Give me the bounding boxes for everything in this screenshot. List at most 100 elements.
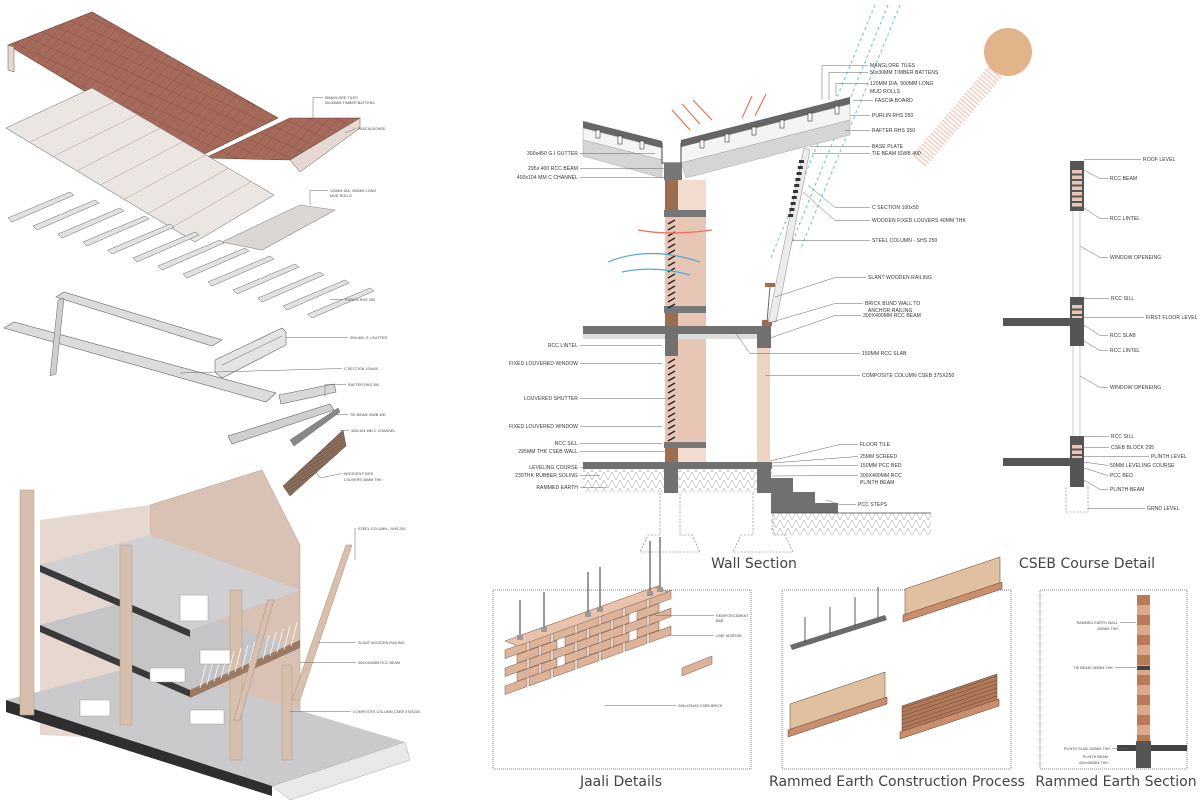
rammed-section-label: PLINTH BEAM bbox=[1083, 755, 1108, 759]
wall-section-label: TIE BEAM ISWB 400 bbox=[872, 151, 921, 157]
rcc-beam-edge bbox=[757, 326, 771, 348]
cseb-brick bbox=[504, 641, 528, 659]
steel-column bbox=[767, 147, 811, 323]
rafter-rhs-350 bbox=[278, 383, 337, 405]
rammed-process-frame bbox=[781, 589, 1012, 770]
wall-section-label: 120MM DIA, 900MM LONG bbox=[870, 81, 934, 87]
cseb-label: RCC BEAM bbox=[1110, 176, 1137, 182]
wall-section-label: PCC STEPS bbox=[858, 502, 888, 508]
wall-section-drawing bbox=[582, 93, 931, 553]
wooden-louver-panel bbox=[282, 429, 347, 497]
rammed-earth-formwork bbox=[789, 671, 886, 731]
jaali-label: 245x125x95 CSEB BRICK bbox=[678, 704, 723, 708]
axonometric-label-leader bbox=[354, 528, 356, 560]
rammed-earth-layer bbox=[1137, 675, 1150, 685]
building-cutaway-axonometric bbox=[6, 469, 411, 801]
purlin bbox=[307, 287, 375, 319]
louver-blade bbox=[796, 172, 802, 175]
wall-section-label: FASCIA BOARD bbox=[875, 98, 913, 104]
rammed-earth-layer bbox=[1137, 735, 1150, 745]
axonometric-label: MANGLORE TILES bbox=[325, 96, 358, 100]
wall-section-label: 300x450 G.I GUTTER bbox=[527, 151, 578, 157]
louver-blade bbox=[667, 291, 676, 297]
louver-blade bbox=[667, 285, 676, 291]
cseb-brick bbox=[564, 647, 588, 665]
cseb-wall-brick bbox=[665, 180, 678, 213]
purlin bbox=[207, 255, 275, 287]
louver-blade bbox=[667, 243, 676, 249]
wall-section-label: RCC LINTEL bbox=[548, 343, 578, 349]
wall-section-label: MUD ROLLS bbox=[870, 89, 901, 95]
wall-section-label: FIXED LOUVERED WINDOW bbox=[509, 361, 578, 367]
rammed-earth-base bbox=[787, 696, 888, 738]
wall-section-label: 25MM SCREED bbox=[860, 454, 898, 460]
rcc-lintel bbox=[664, 210, 706, 217]
louver-blade bbox=[667, 376, 676, 382]
rafter-frame-long bbox=[3, 321, 277, 403]
louver-blade bbox=[667, 249, 676, 255]
louver-blade bbox=[667, 273, 676, 279]
rcc-lintel bbox=[664, 306, 706, 313]
cseb-wall-brick bbox=[665, 448, 678, 462]
cseb-brick bbox=[636, 603, 660, 621]
cseb-label: CSEB BLOCK 295 bbox=[1111, 445, 1154, 451]
cool-air-arrows bbox=[607, 252, 701, 276]
wall-section-label-leader bbox=[774, 277, 866, 298]
purlin-section bbox=[595, 129, 601, 139]
axonometric-label: PURLIN RHS 250 bbox=[345, 298, 375, 302]
cseb-brick bbox=[588, 620, 612, 638]
rcc-slab bbox=[1003, 318, 1084, 326]
footing-outline bbox=[639, 493, 701, 553]
purlin bbox=[157, 239, 225, 271]
mud-roll-line bbox=[171, 181, 252, 229]
axonometric-label-leader bbox=[344, 128, 357, 134]
axonometric-label: RAFTER RHS 350 bbox=[348, 383, 379, 387]
cseb-label: RCC LINTEL bbox=[1110, 216, 1140, 222]
rammed-earth-layer bbox=[1137, 595, 1150, 605]
cseb-brick bbox=[552, 642, 576, 660]
purlin-section bbox=[639, 140, 645, 150]
mud-roll-layer-short bbox=[221, 204, 336, 251]
cseb-block bbox=[1072, 456, 1082, 460]
cseb-block bbox=[1072, 186, 1082, 190]
axonometric-label-leader bbox=[324, 384, 346, 397]
rammed-layer bbox=[901, 675, 998, 709]
axonometric-label: LOUVERS 40MM THK bbox=[344, 478, 382, 482]
louver-blade bbox=[667, 388, 676, 394]
cseb-label: WINDOW OPENEING bbox=[1110, 255, 1161, 261]
railing-baluster bbox=[199, 663, 207, 689]
wall-section-label: RAFTER RHS 350 bbox=[872, 128, 915, 134]
lime-mortar-cap bbox=[517, 635, 523, 640]
cseb-label: PLINTH LEVEL bbox=[1151, 454, 1187, 460]
purlin bbox=[57, 207, 125, 239]
rammed-layer bbox=[901, 691, 998, 725]
axonometric-label: TIE BEAM ISWB 400 bbox=[350, 413, 386, 417]
c-channel bbox=[289, 407, 341, 447]
purlin bbox=[32, 199, 100, 231]
ground-slab-edge bbox=[6, 700, 272, 796]
rcc-slab bbox=[583, 326, 771, 334]
mud-roll-lines bbox=[29, 101, 252, 229]
cseb-block bbox=[1072, 316, 1082, 320]
jaali-label: REINFORCEMENT bbox=[716, 614, 749, 618]
purlin-section bbox=[807, 112, 813, 122]
louver-blade bbox=[667, 382, 676, 388]
purlin bbox=[232, 263, 300, 295]
slant-wooden-railing bbox=[765, 283, 775, 287]
cseb-label: ROOF LEVEL bbox=[1143, 157, 1176, 163]
wall-section-label: 295MM THK CSEB WALL bbox=[518, 449, 578, 455]
railing-baluster bbox=[262, 635, 270, 660]
cseb-block bbox=[1072, 175, 1082, 179]
rammed-section-label: PLINTH SLAB 150MM THK bbox=[1064, 747, 1111, 751]
wall-section-label: PURLIN RHS 250 bbox=[872, 113, 914, 119]
axonometric-label-leader bbox=[309, 190, 328, 205]
rammed-section-label: TIE BEAM 150MM THK bbox=[1073, 666, 1113, 670]
axonometric-label-leader bbox=[314, 469, 343, 479]
lime-mortar-cap bbox=[585, 612, 591, 617]
purlin bbox=[282, 279, 350, 311]
railing-baluster bbox=[241, 644, 249, 669]
mud-roll-line bbox=[76, 127, 161, 172]
purlin-section bbox=[617, 135, 623, 145]
cseb-label: FIRST FLOOR LEVEL bbox=[1146, 315, 1198, 321]
